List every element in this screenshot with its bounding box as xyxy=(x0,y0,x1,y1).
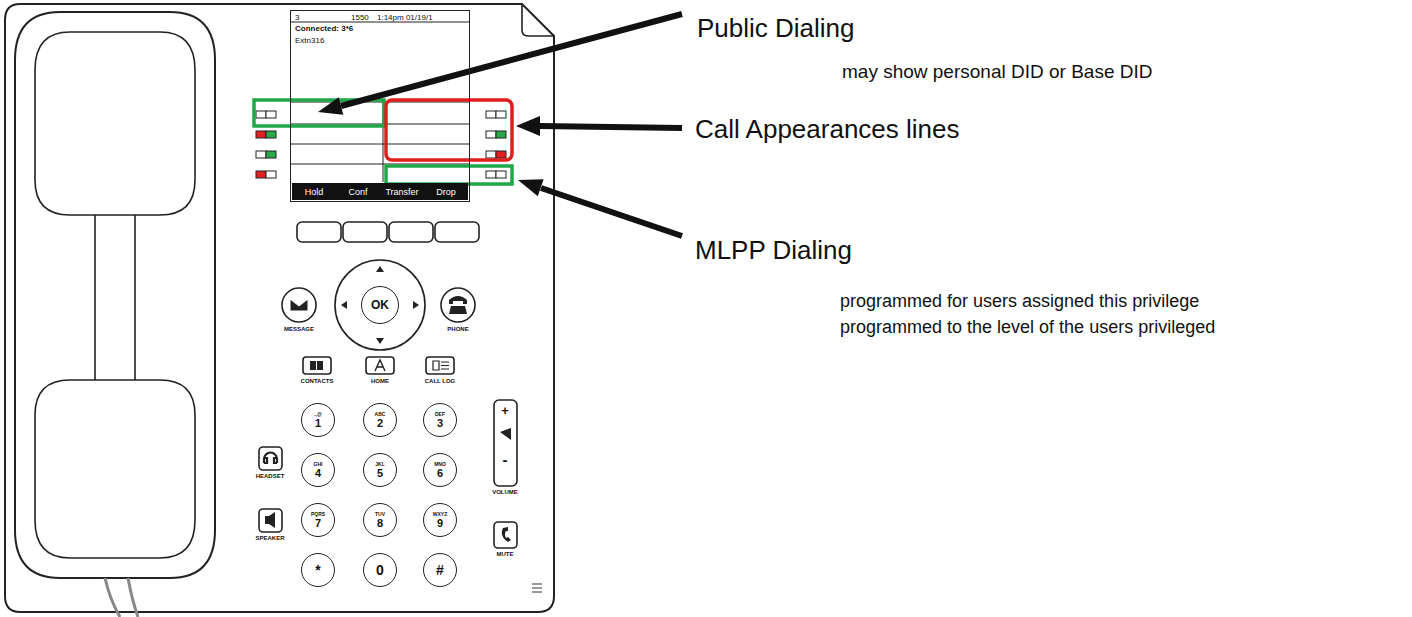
screen-text: 1550 xyxy=(351,14,369,22)
button-label: MESSAGE xyxy=(284,326,314,333)
key-digit: * xyxy=(315,563,320,577)
phone-button xyxy=(441,288,475,322)
callout-title: Public Dialing xyxy=(697,14,855,43)
button-label: CALL LOG xyxy=(425,378,456,385)
keypad-key: MNO6 xyxy=(423,453,457,487)
key-digit: 7 xyxy=(315,518,321,529)
softkey-buttons xyxy=(297,222,479,242)
key-digit: 1 xyxy=(315,418,321,429)
screen-text: Connected: 3*6 xyxy=(295,25,353,33)
softkey-label: Drop xyxy=(424,183,468,200)
app-buttons xyxy=(303,357,454,374)
key-letters: JKL xyxy=(375,462,384,467)
mute-button xyxy=(494,522,517,548)
key-digit: 6 xyxy=(437,468,443,479)
key-letters: PQRS xyxy=(311,512,325,517)
call-appearance-highlight xyxy=(386,100,512,160)
button-label: HEADSET xyxy=(256,473,285,480)
nav-arrows xyxy=(341,266,419,344)
key-digit: 5 xyxy=(377,468,383,479)
button-label: MUTE xyxy=(497,551,514,558)
key-letters: WXYZ xyxy=(433,512,447,517)
softkey-text: Conf xyxy=(348,187,367,197)
line-buttons xyxy=(256,111,506,178)
keypad-key: GHI4 xyxy=(301,453,335,487)
volume-wedge xyxy=(500,428,511,440)
button-label: PHONE xyxy=(447,326,468,333)
key-digit: 4 xyxy=(315,468,321,479)
screen-lines xyxy=(290,22,470,182)
callout-title: Call Appearances lines xyxy=(695,115,960,144)
key-digit: 2 xyxy=(377,418,383,429)
keypad-key: 0 xyxy=(363,553,397,587)
key-letters: DEF xyxy=(435,412,445,417)
softkey-text: Drop xyxy=(436,187,456,197)
keypad-key: TUV8 xyxy=(363,503,397,537)
volume-sign: + xyxy=(501,404,509,418)
handset-mouthpiece xyxy=(35,380,195,558)
callout-note: may show personal DID or Base DID xyxy=(842,62,1152,83)
softkey-text: Hold xyxy=(305,187,324,197)
screen-text: 3 xyxy=(295,14,299,22)
key-digit: 8 xyxy=(377,518,383,529)
handset-grip xyxy=(95,215,135,380)
key-letters: TUV xyxy=(375,512,385,517)
button-label: VOLUME xyxy=(492,489,518,496)
message-button xyxy=(282,288,316,322)
headset-button xyxy=(259,447,282,470)
softkey-label: Conf xyxy=(336,183,380,200)
softkey-text: Transfer xyxy=(385,187,418,197)
key-letters: GHI xyxy=(314,462,323,467)
callout-note: programmed to the level of the users pri… xyxy=(840,318,1215,338)
handset xyxy=(15,12,215,578)
keypad-key: PQRS7 xyxy=(301,503,335,537)
speaker-button xyxy=(259,509,282,532)
mute-icon xyxy=(502,527,511,542)
keypad-key: DEF3 xyxy=(423,403,457,437)
softkey-label: Transfer xyxy=(380,183,424,200)
ok-button: OK xyxy=(361,286,399,324)
screen-text: Extn316 xyxy=(295,37,324,45)
speaker-grille xyxy=(532,583,542,593)
speaker-icon xyxy=(265,512,275,528)
callout-note: programmed for users assigned this privi… xyxy=(840,292,1199,312)
key-digit: 3 xyxy=(437,418,443,429)
softkey-label: Hold xyxy=(292,183,336,200)
keypad-key: ABC2 xyxy=(363,403,397,437)
handset-cord xyxy=(105,578,138,617)
key-letters: .,@ xyxy=(314,412,322,417)
keypad-key: WXYZ9 xyxy=(423,503,457,537)
volume-rocker xyxy=(494,400,517,486)
callout-title: MLPP Dialing xyxy=(695,236,852,265)
button-label: SPEAKER xyxy=(255,535,284,542)
key-digit: 0 xyxy=(376,563,384,577)
key-digit: OK xyxy=(371,299,389,311)
keypad-key: .,@1 xyxy=(301,403,335,437)
handset-earpiece xyxy=(35,32,195,215)
callout-arrows xyxy=(318,14,682,236)
display-screen: 3 1550 1:14pm 01/19/1Connected: 3*6Extn316… xyxy=(290,10,470,202)
keypad-key: * xyxy=(301,553,335,587)
keypad-key: JKL5 xyxy=(363,453,397,487)
button-label: HOME xyxy=(371,378,389,385)
key-digit: 9 xyxy=(437,518,443,529)
headset-icon xyxy=(264,453,277,464)
public-highlight xyxy=(254,100,384,126)
nav-ring xyxy=(335,260,425,350)
volume-sign: - xyxy=(503,452,508,469)
keypad-key: # xyxy=(423,553,457,587)
phone-body xyxy=(5,4,554,612)
screen-text: 1:14pm 01/19/1 xyxy=(377,14,433,22)
button-label: CONTACTS xyxy=(301,378,334,385)
corner-fold xyxy=(522,4,554,36)
envelope-icon xyxy=(290,299,308,311)
key-letters: MNO xyxy=(434,462,446,467)
key-letters: ABC xyxy=(375,412,386,417)
phone-icon xyxy=(449,296,467,314)
key-digit: # xyxy=(436,563,444,577)
mlpp-highlight xyxy=(386,166,512,184)
